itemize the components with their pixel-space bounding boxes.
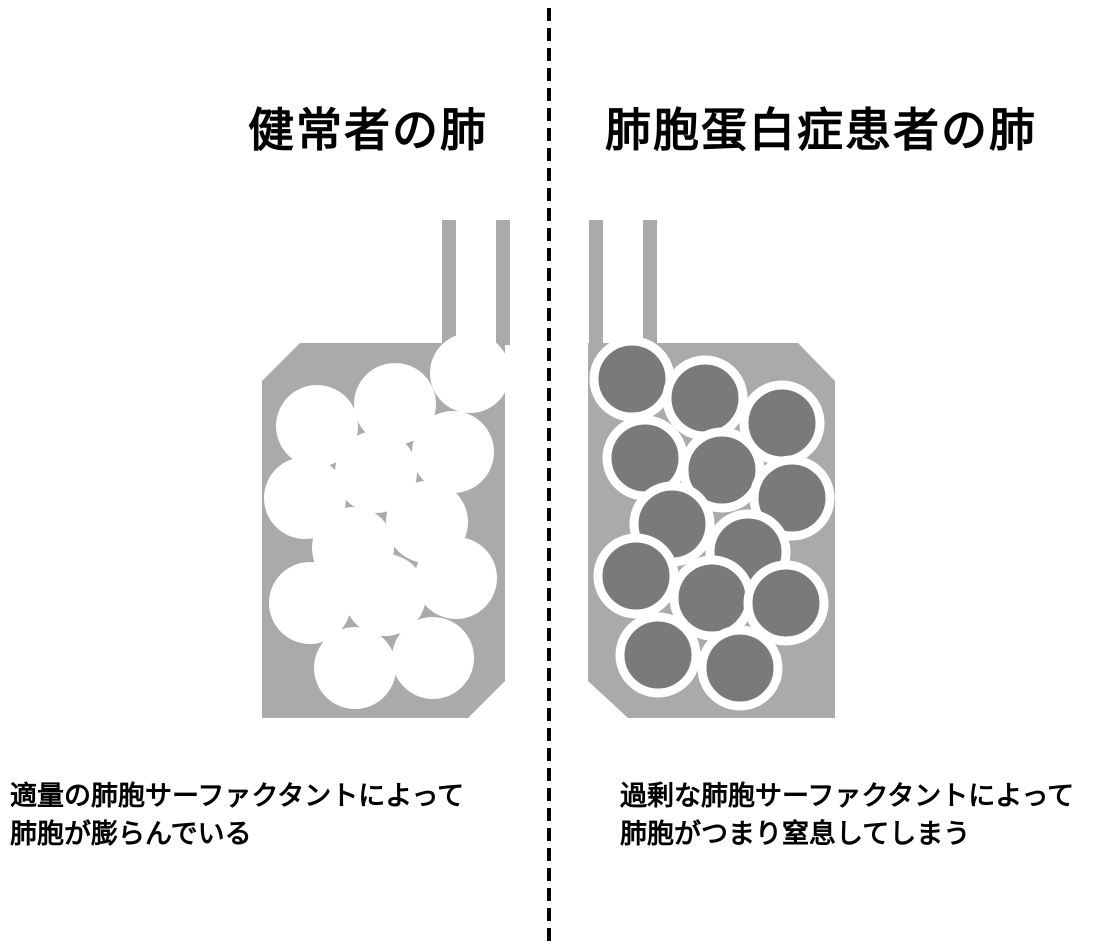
healthy-alveolus (276, 385, 358, 467)
healthy-alveoli (264, 333, 510, 709)
filled-alveolus (589, 336, 675, 422)
healthy-caption-line-2: 肺胞が膨らんでいる (10, 819, 252, 850)
healthy-alveolus (344, 554, 426, 636)
disease-airway-left (589, 220, 603, 345)
healthy-caption-line-1: 適量の肺胞サーファクタントによって (10, 781, 465, 812)
healthy-alveolus (354, 363, 436, 445)
healthy-airway-left (442, 220, 456, 345)
healthy-lung-caption: 適量の肺胞サーファクタントによって 肺胞が膨らんでいる (10, 778, 464, 854)
healthy-alveolus (430, 333, 510, 413)
healthy-lung-title: 健常者の肺 (248, 103, 488, 157)
filled-alveolus (749, 455, 835, 541)
healthy-airway-right (496, 220, 510, 345)
filled-alveolus (679, 427, 765, 513)
filled-alveolus (697, 625, 783, 711)
filled-alveolus (662, 355, 748, 441)
healthy-alveolus (335, 431, 417, 513)
healthy-lung (262, 220, 510, 718)
disease-lung (588, 220, 835, 718)
disease-lung-caption: 過剰な肺胞サーファクタントによって 肺胞がつまり窒息してしまう (620, 778, 1074, 854)
disease-caption-line-1: 過剰な肺胞サーファクタントによって (620, 781, 1075, 812)
healthy-alveolus (415, 537, 497, 619)
disease-lung-title: 肺胞蛋白症患者の肺 (605, 103, 1037, 157)
filled-alveolus (615, 612, 701, 698)
disease-airway-right (643, 220, 657, 345)
disease-caption-line-2: 肺胞がつまり窒息してしまう (620, 819, 971, 850)
filled-alveolus (743, 560, 829, 646)
disease-alveoli (589, 336, 835, 711)
healthy-alveolus (269, 562, 351, 644)
healthy-alveolus (392, 617, 474, 699)
filled-alveolus (593, 533, 679, 619)
healthy-alveolus (314, 627, 396, 709)
healthy-alveolus (412, 411, 494, 493)
